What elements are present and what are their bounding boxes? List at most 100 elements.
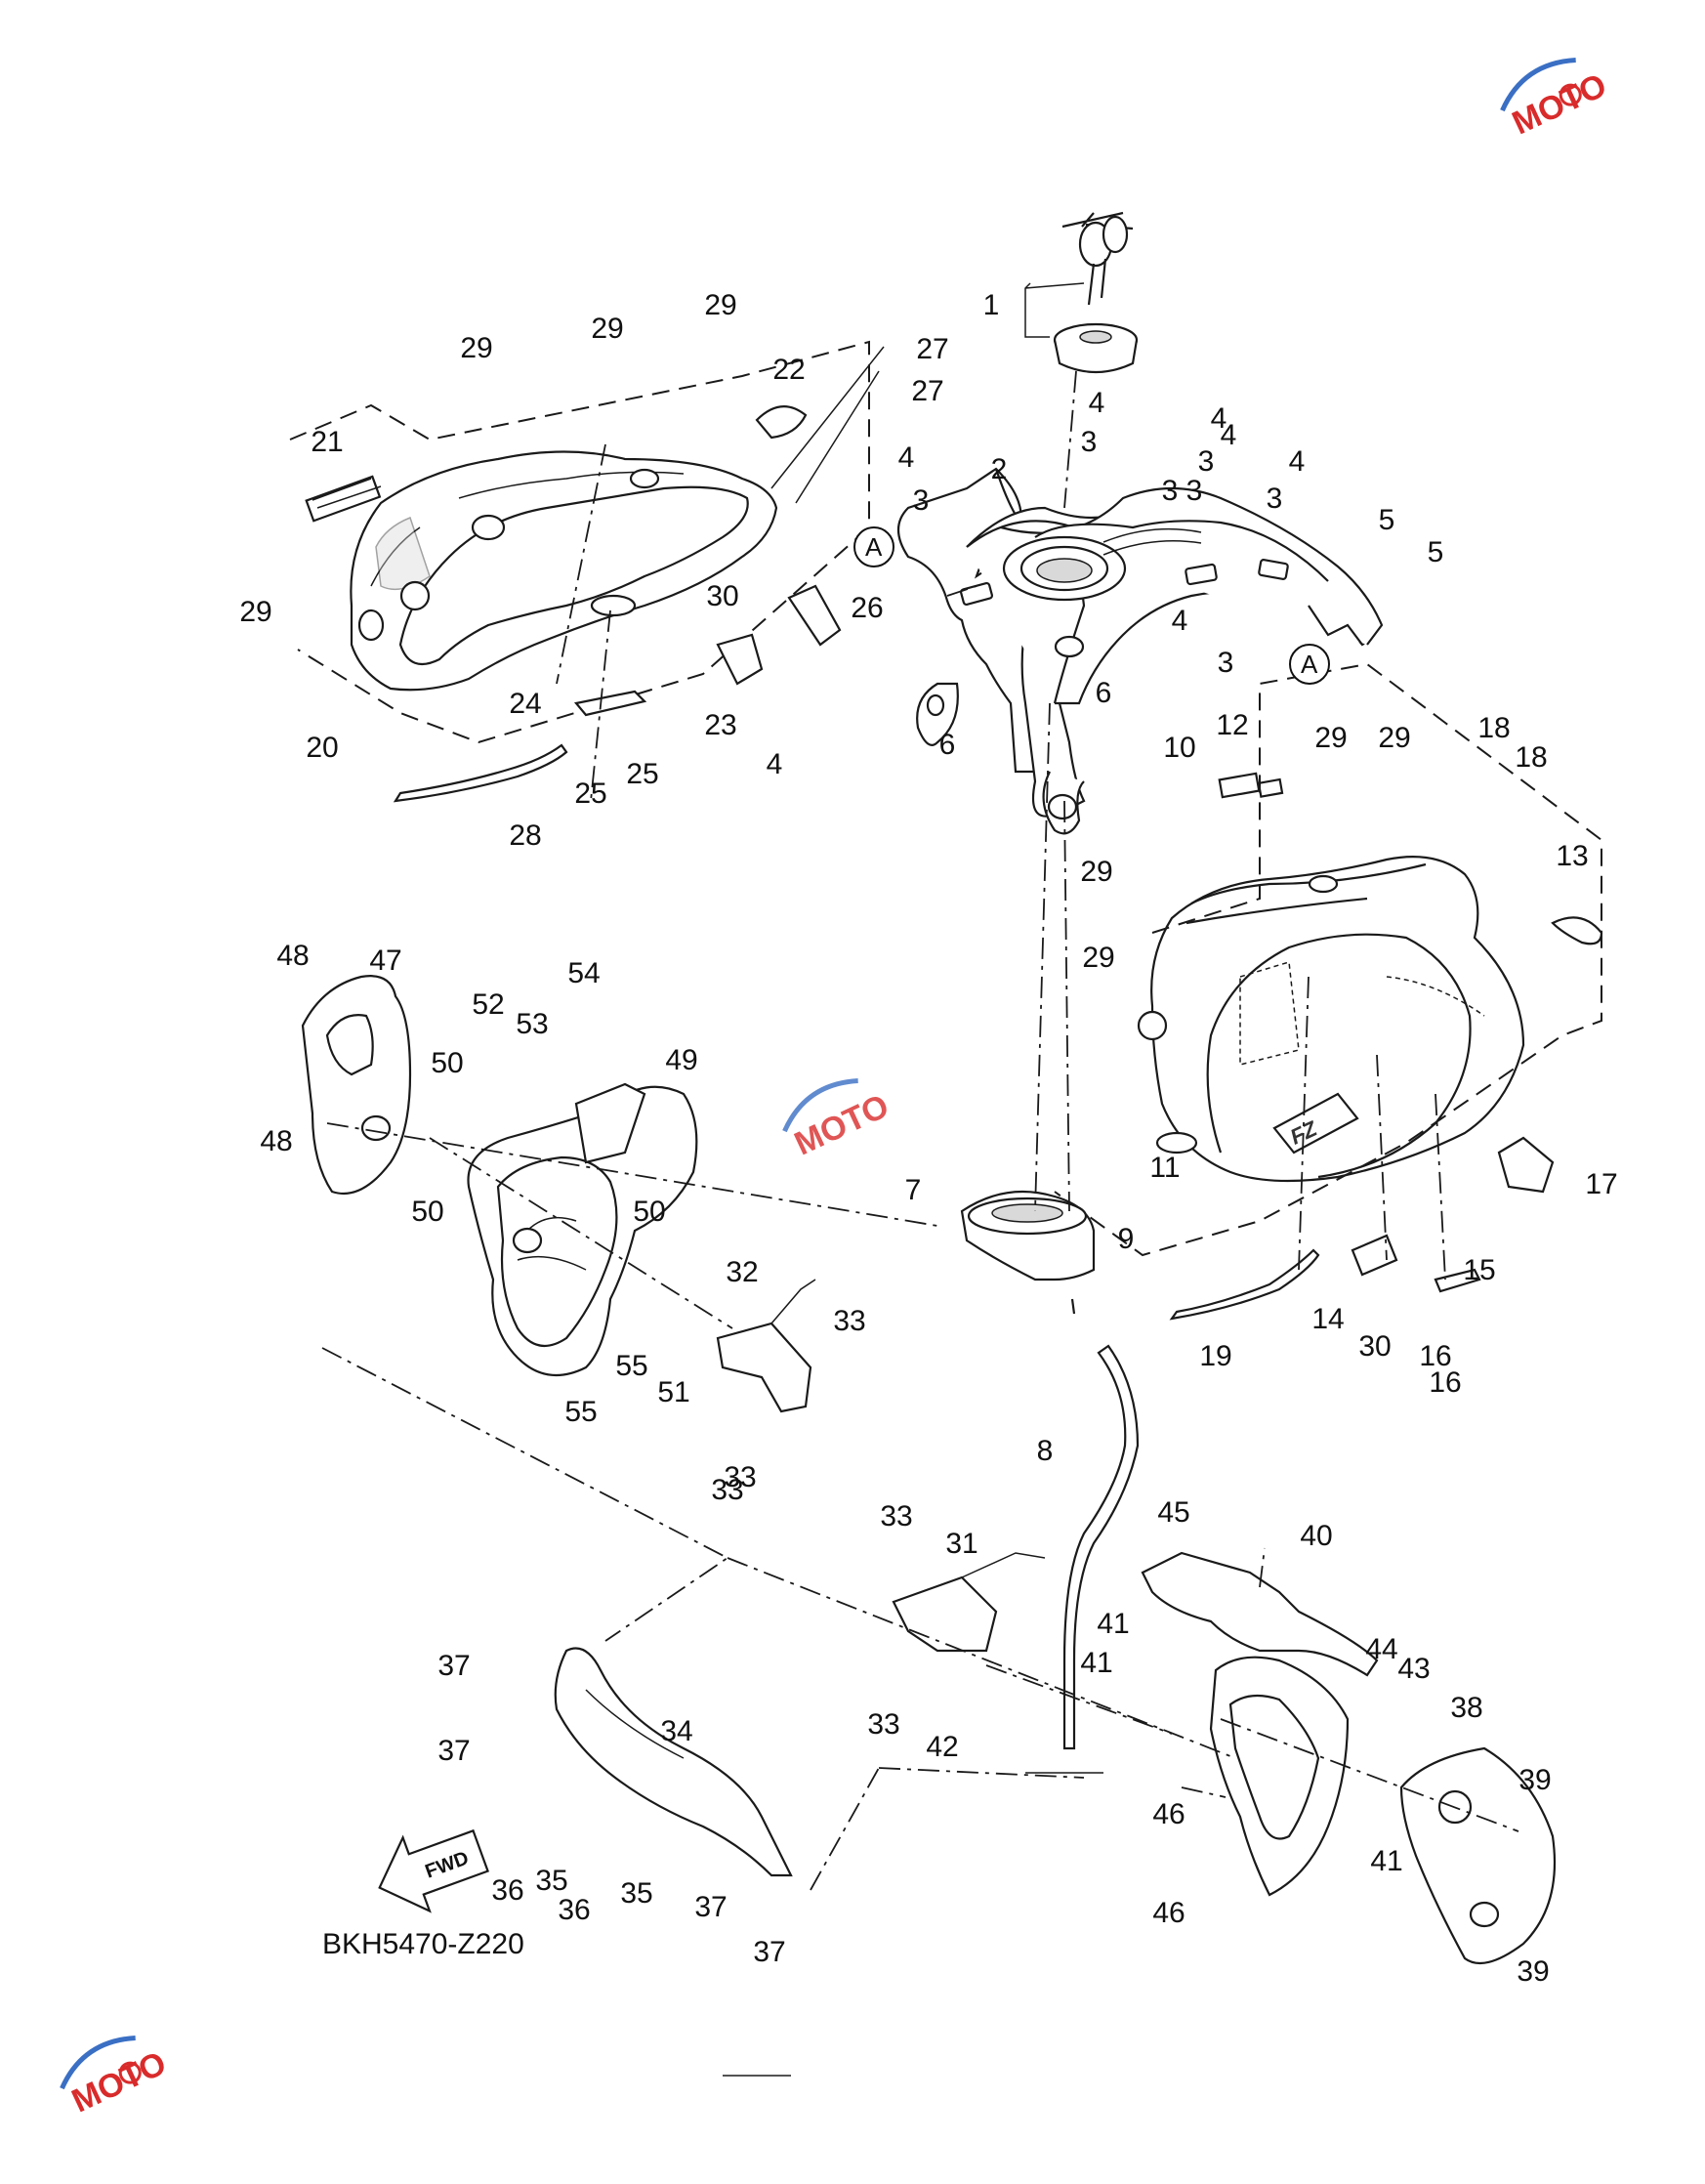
- callout-3: 3: [1186, 475, 1203, 507]
- watermark-logo-bottom-left: MOTO: [60, 2035, 172, 2120]
- callout-42: 42: [926, 1731, 958, 1763]
- callout-5: 5: [1379, 504, 1395, 536]
- callout-7: 7: [905, 1174, 922, 1206]
- reference-mark-a-1: A: [853, 526, 894, 567]
- callout-33: 33: [833, 1305, 865, 1337]
- callout-21: 21: [311, 426, 343, 458]
- callout-29: 29: [1314, 722, 1347, 754]
- callout-52: 52: [472, 988, 504, 1021]
- callout-36: 36: [558, 1894, 590, 1926]
- callout-45: 45: [1157, 1496, 1189, 1529]
- callout-24: 24: [509, 688, 541, 720]
- callout-50: 50: [431, 1047, 463, 1079]
- callout-4: 4: [1089, 387, 1105, 419]
- fuel-tank: [896, 467, 1384, 835]
- small-parts: [393, 346, 1603, 1750]
- callout-34: 34: [660, 1715, 692, 1747]
- callout-46: 46: [1152, 1897, 1185, 1929]
- diagram-code: BKH5470-Z220: [322, 1928, 524, 1960]
- callout-29: 29: [239, 596, 271, 628]
- reference-mark-a-2: A: [1289, 644, 1330, 685]
- callout-33: 33: [711, 1474, 743, 1506]
- right-tank-cover: FZ: [1054, 662, 1602, 1257]
- callout-44: 44: [1365, 1633, 1397, 1665]
- callout-11: 11: [1149, 1152, 1180, 1184]
- watermark-logo-top-right: MOTO: [1500, 57, 1612, 142]
- callout-48: 48: [276, 940, 309, 972]
- callout-8: 8: [1037, 1435, 1054, 1467]
- callout-30: 30: [706, 580, 738, 612]
- callout-25: 25: [574, 777, 606, 810]
- callout-39: 39: [1518, 1764, 1551, 1796]
- callout-3: 3: [913, 484, 930, 517]
- callout-26: 26: [851, 592, 883, 624]
- callout-13: 13: [1556, 840, 1588, 872]
- callout-43: 43: [1397, 1653, 1430, 1685]
- callout-30: 30: [1358, 1330, 1391, 1363]
- brackets: [554, 1279, 1046, 1877]
- callout-37: 37: [753, 1936, 785, 1968]
- callout-46: 46: [1152, 1798, 1185, 1830]
- callout-48: 48: [260, 1125, 292, 1157]
- callout-31: 31: [945, 1528, 977, 1560]
- callout-4: 4: [898, 441, 915, 474]
- callout-4: 4: [1211, 402, 1227, 435]
- callout-28: 28: [509, 819, 541, 852]
- callout-49: 49: [665, 1044, 697, 1076]
- callout-37: 37: [437, 1650, 470, 1682]
- callout-29: 29: [704, 289, 736, 321]
- callout-33: 33: [867, 1708, 899, 1741]
- callout-9: 9: [1118, 1223, 1135, 1255]
- callout-29: 29: [591, 313, 623, 345]
- callout-10: 10: [1163, 732, 1195, 764]
- callout-35: 35: [535, 1865, 567, 1897]
- callout-22: 22: [772, 354, 805, 386]
- callout-18: 18: [1477, 712, 1510, 744]
- callout-39: 39: [1517, 1955, 1549, 1988]
- callout-15: 15: [1463, 1254, 1495, 1286]
- callout-2: 2: [991, 453, 1008, 485]
- callout-18: 18: [1515, 741, 1547, 774]
- fwd-direction-arrow: FWD: [378, 1828, 489, 1913]
- callout-16: 16: [1429, 1366, 1461, 1399]
- callout-12: 12: [1216, 709, 1248, 741]
- callout-29: 29: [1378, 722, 1410, 754]
- callout-41: 41: [1097, 1608, 1129, 1640]
- svg-text:A: A: [865, 532, 883, 562]
- callout-1: 1: [983, 289, 1000, 321]
- callout-41: 41: [1370, 1845, 1402, 1877]
- callout-20: 20: [306, 732, 338, 764]
- callout-55: 55: [564, 1396, 597, 1428]
- callout-4: 4: [1221, 419, 1237, 451]
- callout-54: 54: [567, 957, 600, 989]
- callout-32: 32: [726, 1256, 758, 1288]
- callout-40: 40: [1300, 1520, 1332, 1552]
- callout-16: 16: [1419, 1340, 1451, 1372]
- callout-14: 14: [1311, 1303, 1344, 1335]
- callout-55: 55: [615, 1350, 647, 1382]
- left-tank-cover: [289, 340, 870, 744]
- callout-4: 4: [767, 748, 783, 780]
- callout-6: 6: [1096, 677, 1112, 709]
- callout-37: 37: [437, 1735, 470, 1767]
- callout-25: 25: [626, 758, 658, 790]
- callout-3: 3: [1198, 445, 1215, 478]
- callout-47: 47: [369, 945, 401, 977]
- leader-lines: [321, 370, 1519, 2077]
- callout-4: 4: [1289, 445, 1306, 478]
- callout-3: 3: [1218, 647, 1234, 679]
- callout-23: 23: [704, 709, 736, 741]
- callout-17: 17: [1585, 1168, 1617, 1200]
- callout-3: 3: [1267, 483, 1283, 515]
- callout-53: 53: [516, 1008, 548, 1040]
- callout-51: 51: [657, 1376, 689, 1408]
- callout-38: 38: [1450, 1692, 1482, 1724]
- callout-50: 50: [633, 1196, 665, 1228]
- callout-4: 4: [1172, 605, 1188, 637]
- watermark-logo-middle: MOTO: [782, 1077, 894, 1162]
- callout-33: 33: [724, 1461, 756, 1493]
- callout-29: 29: [1082, 942, 1114, 974]
- callout-50: 50: [411, 1196, 443, 1228]
